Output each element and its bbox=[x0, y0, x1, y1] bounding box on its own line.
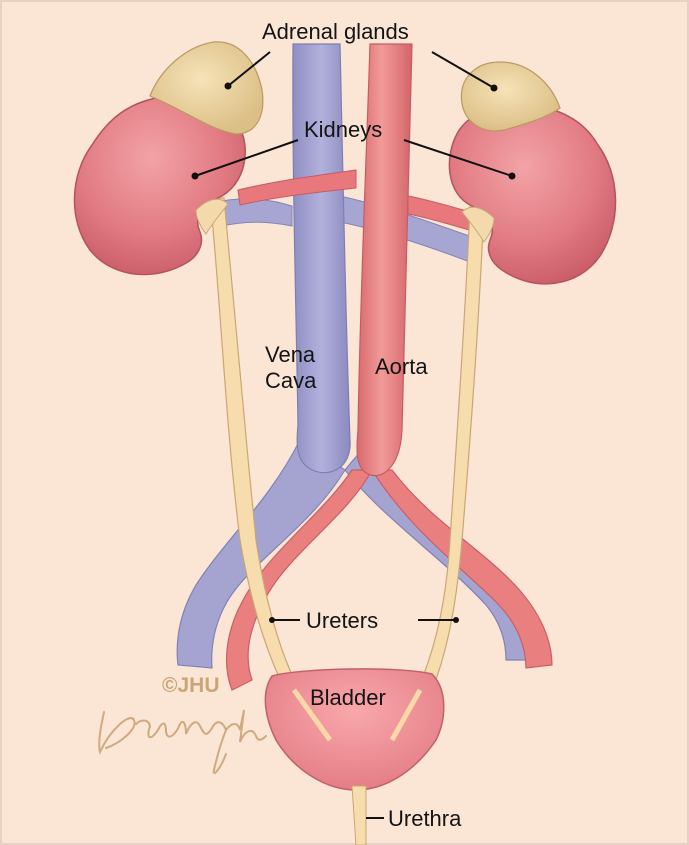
dot-adrenal-right bbox=[491, 85, 498, 92]
dot-kidney-left bbox=[192, 173, 199, 180]
dot-adrenal-left bbox=[225, 83, 232, 90]
label-vena-cava-line1: Vena bbox=[265, 342, 315, 367]
urethra bbox=[352, 786, 366, 845]
dot-ureter-left bbox=[269, 617, 275, 623]
dot-kidney-right bbox=[509, 173, 516, 180]
vena-cava bbox=[293, 44, 350, 473]
label-urethra: Urethra bbox=[388, 806, 461, 831]
label-bladder: Bladder bbox=[310, 685, 386, 710]
aorta bbox=[357, 44, 412, 476]
dot-ureter-right bbox=[453, 617, 459, 623]
left-renal-vein bbox=[222, 199, 292, 226]
right-ureter bbox=[420, 206, 484, 690]
copyright-jhu: ©JHU bbox=[162, 674, 219, 698]
label-aorta: Aorta bbox=[375, 354, 428, 379]
label-ureters: Ureters bbox=[306, 608, 378, 633]
label-kidneys: Kidneys bbox=[304, 117, 382, 142]
left-iliac-vein bbox=[177, 440, 345, 668]
artist-signature bbox=[99, 710, 266, 773]
label-adrenal-glands: Adrenal glands bbox=[262, 19, 409, 44]
label-vena-cava-line2: Cava bbox=[265, 368, 316, 393]
